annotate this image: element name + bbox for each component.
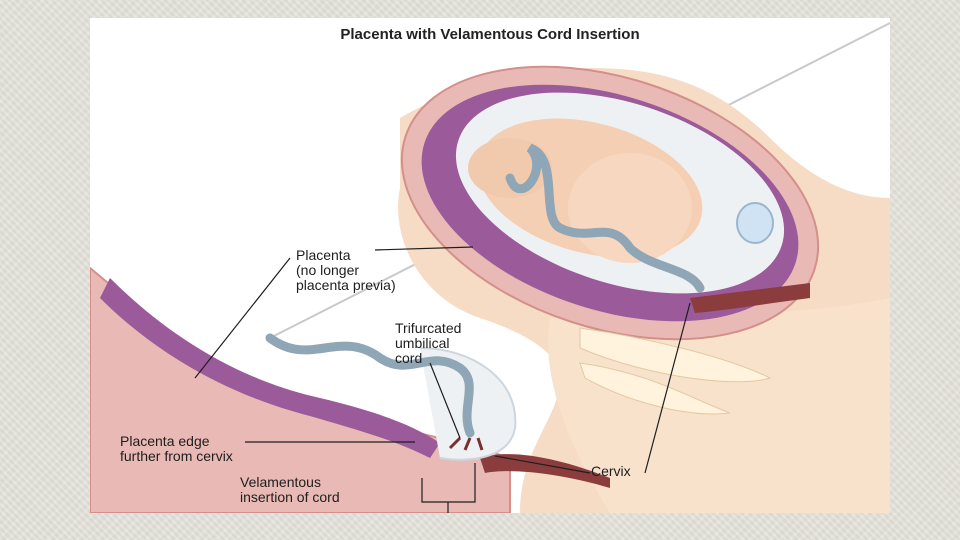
cervix-lower	[480, 454, 610, 488]
label-placenta-line1: Placenta	[296, 247, 351, 263]
bladder	[736, 202, 774, 244]
pelvic-bone	[579, 327, 772, 383]
umbilical-cord-upper	[505, 143, 705, 293]
label-velamentous-insertion: Velamentous insertion of cord	[240, 475, 340, 505]
label-placenta-line2: (no longer	[296, 262, 360, 278]
label-trifurcated-line1: Trifurcated	[395, 320, 462, 336]
label-trifurcated-line3: cord	[395, 350, 423, 366]
diagram-panel: Placenta with Velamentous Cord Insertion…	[90, 18, 890, 513]
pelvic-bone-lower	[579, 362, 731, 415]
label-placenta-edge-line1: Placenta edge	[120, 433, 210, 449]
umbilical-cord-lower	[265, 333, 475, 438]
label-trifurcated-cord: Trifurcated umbilical cord	[395, 321, 461, 366]
label-placenta-line3: placenta previa)	[296, 277, 396, 293]
label-placenta: Placenta (no longer placenta previa)	[296, 248, 396, 293]
label-velamentous-line1: Velamentous	[240, 474, 321, 490]
trifurcated-vessels	[448, 436, 484, 451]
diagram-illustration	[90, 22, 890, 513]
label-velamentous-line2: insertion of cord	[240, 489, 340, 505]
cervix-upper	[690, 283, 810, 313]
label-placenta-edge: Placenta edge further from cervix	[120, 434, 233, 464]
label-placenta-edge-line2: further from cervix	[120, 448, 233, 464]
label-cervix: Cervix	[591, 463, 631, 479]
placenta-lower	[100, 278, 440, 458]
label-trifurcated-line2: umbilical	[395, 335, 450, 351]
leader-lines	[194, 246, 691, 513]
diagram-title: Placenta with Velamentous Cord Insertion	[340, 26, 640, 43]
